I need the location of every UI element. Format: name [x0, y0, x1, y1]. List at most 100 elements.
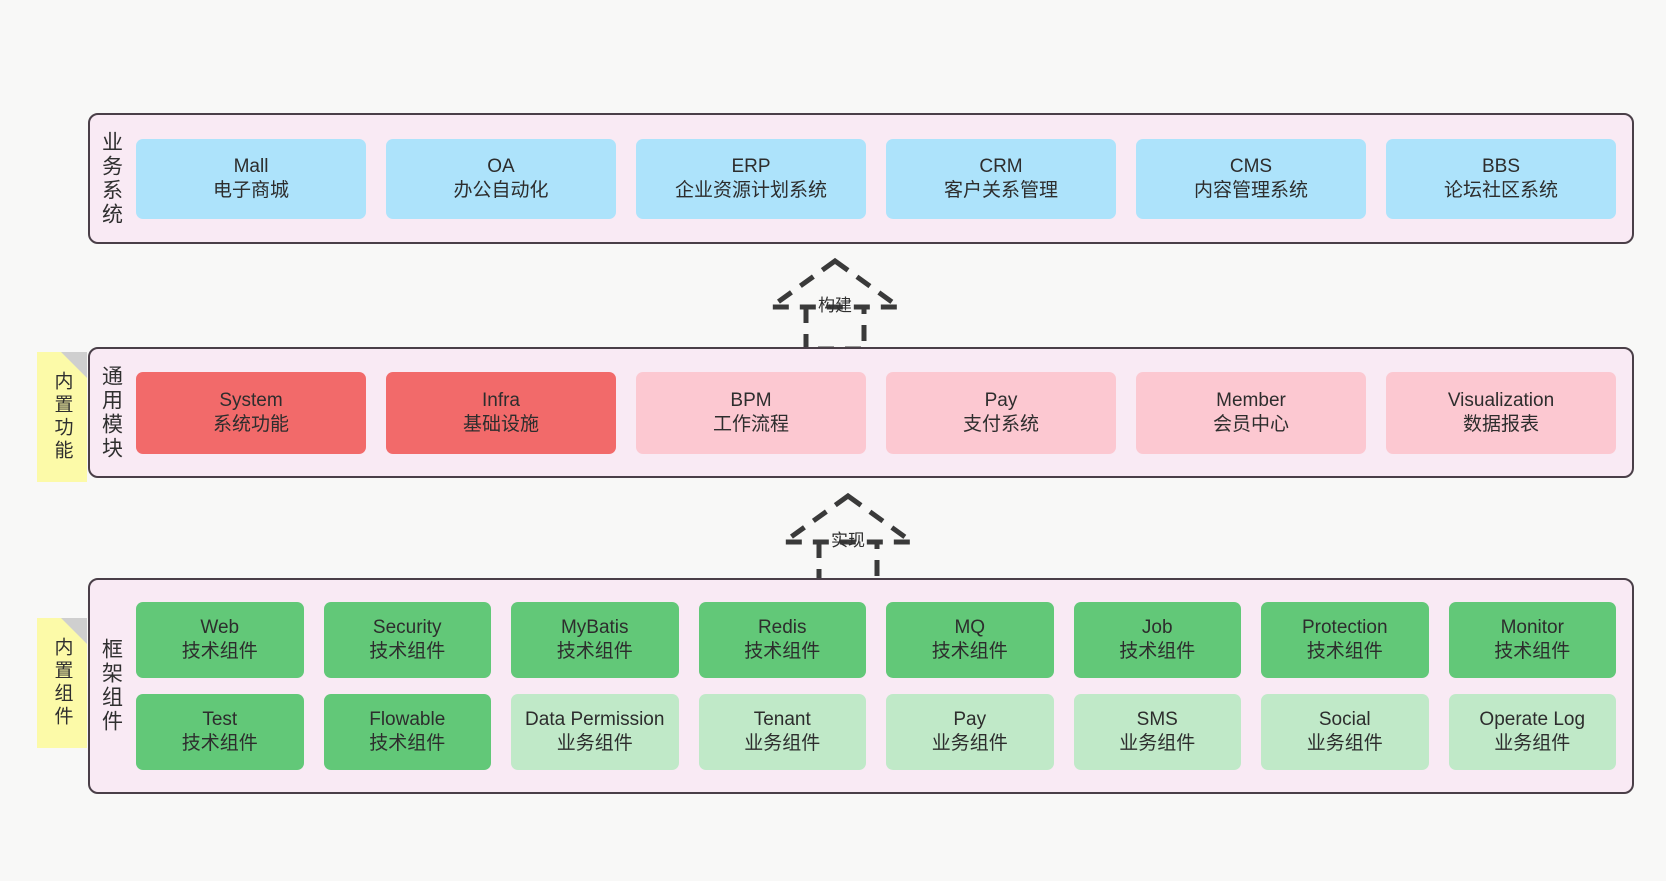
card-tenant[interactable]: Tenant 业务组件: [698, 694, 866, 770]
card-member-desc: 会员中心: [1212, 413, 1289, 435]
card-cms[interactable]: CMS 内容管理系统: [1136, 138, 1366, 219]
card-mall-name: Mall: [233, 155, 269, 177]
card-data-permission-desc: 业务组件: [556, 733, 633, 754]
card-system-name: System: [219, 389, 283, 411]
card-social-desc: 业务组件: [1306, 733, 1383, 754]
card-sms-desc: 业务组件: [1119, 733, 1196, 754]
card-infra[interactable]: Infra 基础设施: [386, 371, 616, 454]
card-erp[interactable]: ERP 企业资源计划系统: [636, 138, 866, 219]
card-web-desc: 技术组件: [181, 641, 258, 662]
card-crm-name: CRM: [979, 155, 1023, 177]
card-redis[interactable]: Redis 技术组件: [698, 602, 866, 678]
card-operate-log-desc: 业务组件: [1494, 733, 1571, 754]
connector-build: 构建: [760, 255, 910, 352]
card-job[interactable]: Job 技术组件: [1073, 602, 1241, 678]
card-mybatis[interactable]: MyBatis 技术组件: [511, 602, 679, 678]
card-web-name: Web: [200, 617, 240, 639]
card-mq-name: MQ: [954, 617, 986, 639]
card-pay-module-name: Pay: [984, 389, 1018, 411]
card-security-name: Security: [372, 617, 442, 639]
card-operate-log-name: Operate Log: [1479, 709, 1586, 731]
layer-business-system-label: 业务系统: [99, 130, 123, 227]
card-protection[interactable]: Protection 技术组件: [1261, 602, 1429, 678]
layer-business-system-body: Mall 电子商城 OA 办公自动化 ERP 企业资源计划系统 CRM 客户关系…: [132, 115, 1632, 242]
card-infra-desc: 基础设施: [462, 413, 539, 435]
card-monitor-name: Monitor: [1500, 617, 1564, 639]
card-flowable-name: Flowable: [369, 709, 446, 731]
card-cms-desc: 内容管理系统: [1193, 179, 1308, 201]
card-visualization-desc: 数据报表: [1462, 413, 1539, 435]
sticky-note-builtin-component-label: 内置组件: [51, 637, 73, 729]
card-web[interactable]: Web 技术组件: [136, 602, 304, 678]
card-visualization-name: Visualization: [1447, 389, 1555, 411]
connector-implement-label: 实现: [831, 531, 865, 550]
card-flowable[interactable]: Flowable 技术组件: [323, 694, 491, 770]
card-pay-module[interactable]: Pay 支付系统: [886, 371, 1116, 454]
card-bbs[interactable]: BBS 论坛社区系统: [1386, 138, 1616, 219]
card-erp-desc: 企业资源计划系统: [674, 179, 827, 201]
card-data-permission[interactable]: Data Permission 业务组件: [511, 694, 679, 770]
layer-framework-component: 框架组件 Web 技术组件 Security 技术组件 MyBatis 技术组件…: [88, 578, 1634, 794]
card-infra-name: Infra: [481, 389, 521, 411]
arrow-head-icon: [776, 492, 920, 545]
layer-common-module-label: 通用模块: [99, 364, 123, 461]
framework-component-row-2: Test 技术组件 Flowable 技术组件 Data Permission …: [136, 694, 1616, 770]
card-data-permission-name: Data Permission: [525, 709, 665, 731]
folded-corner-icon: [61, 618, 87, 644]
card-social[interactable]: Social 业务组件: [1261, 694, 1429, 770]
card-job-name: Job: [1141, 617, 1173, 639]
framework-component-row-1: Web 技术组件 Security 技术组件 MyBatis 技术组件 Redi…: [136, 602, 1616, 678]
card-test-name: Test: [202, 709, 238, 731]
card-mall-desc: 电子商城: [212, 179, 289, 201]
card-visualization[interactable]: Visualization 数据报表: [1386, 371, 1616, 454]
card-job-desc: 技术组件: [1119, 641, 1196, 662]
connector-implement: 实现: [773, 490, 923, 587]
card-redis-desc: 技术组件: [744, 641, 821, 662]
card-member[interactable]: Member 会员中心: [1136, 371, 1366, 454]
card-mq[interactable]: MQ 技术组件: [886, 602, 1054, 678]
card-oa-desc: 办公自动化: [453, 179, 549, 201]
card-bpm-name: BPM: [730, 389, 772, 411]
card-tenant-desc: 业务组件: [744, 733, 821, 754]
card-monitor[interactable]: Monitor 技术组件: [1448, 602, 1616, 678]
card-bbs-desc: 论坛社区系统: [1443, 179, 1558, 201]
card-bbs-name: BBS: [1481, 155, 1521, 177]
sticky-note-builtin-function-label: 内置功能: [51, 371, 73, 463]
card-pay-component[interactable]: Pay 业务组件: [886, 694, 1054, 770]
card-social-name: Social: [1318, 709, 1371, 731]
card-redis-name: Redis: [757, 617, 807, 639]
card-sms-name: SMS: [1136, 709, 1178, 731]
folded-corner-icon: [61, 352, 87, 378]
card-test-desc: 技术组件: [181, 733, 258, 754]
card-pay-module-desc: 支付系统: [962, 413, 1039, 435]
card-test[interactable]: Test 技术组件: [136, 694, 304, 770]
arrow-stem-icon: [816, 542, 880, 587]
card-crm-desc: 客户关系管理: [943, 179, 1058, 201]
card-protection-desc: 技术组件: [1306, 641, 1383, 662]
card-system[interactable]: System 系统功能: [136, 371, 366, 454]
card-mq-desc: 技术组件: [931, 641, 1008, 662]
card-security[interactable]: Security 技术组件: [323, 602, 491, 678]
card-protection-name: Protection: [1301, 617, 1388, 639]
card-mall[interactable]: Mall 电子商城: [136, 138, 366, 219]
card-operate-log[interactable]: Operate Log 业务组件: [1448, 694, 1616, 770]
card-crm[interactable]: CRM 客户关系管理: [886, 138, 1116, 219]
card-oa-name: OA: [487, 155, 515, 177]
arrow-stem-icon: [803, 307, 867, 352]
card-monitor-desc: 技术组件: [1494, 641, 1571, 662]
sticky-note-builtin-component: 内置组件: [37, 618, 87, 748]
layer-common-module-body: System 系统功能 Infra 基础设施 BPM 工作流程 Pay 支付系统…: [132, 349, 1632, 476]
card-oa[interactable]: OA 办公自动化: [386, 138, 616, 219]
card-flowable-desc: 技术组件: [369, 733, 446, 754]
card-sms[interactable]: SMS 业务组件: [1073, 694, 1241, 770]
business-system-row: Mall 电子商城 OA 办公自动化 ERP 企业资源计划系统 CRM 客户关系…: [136, 138, 1616, 219]
card-tenant-name: Tenant: [753, 709, 811, 731]
card-security-desc: 技术组件: [369, 641, 446, 662]
card-bpm[interactable]: BPM 工作流程: [636, 371, 866, 454]
card-member-name: Member: [1216, 389, 1286, 411]
card-mybatis-desc: 技术组件: [556, 641, 633, 662]
card-mybatis-name: MyBatis: [560, 617, 629, 639]
layer-business-system: 业务系统 Mall 电子商城 OA 办公自动化 ERP 企业资源计划系统 CRM…: [88, 113, 1634, 244]
common-module-row: System 系统功能 Infra 基础设施 BPM 工作流程 Pay 支付系统…: [136, 371, 1616, 454]
